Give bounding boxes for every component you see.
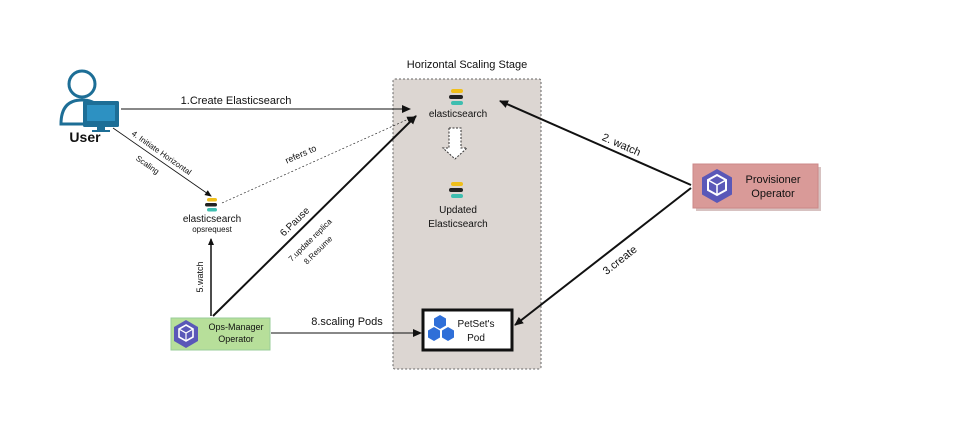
arrow-create-elasticsearch: 1.Create Elasticsearch <box>121 95 411 113</box>
elasticsearch-label: elasticsearch <box>429 109 487 120</box>
operator-icon <box>702 169 732 203</box>
operator-icon <box>174 320 198 348</box>
elasticsearch-logo-icon <box>449 182 463 198</box>
arrow-label-initiate-2: Scaling <box>134 154 161 176</box>
user-label: User <box>69 129 101 145</box>
ops-manager-operator-node: Ops-Manager Operator <box>170 317 271 351</box>
arrow-scaling-pods: 8.scaling Pods <box>271 316 422 337</box>
elasticsearch-node: elasticsearch <box>429 89 487 120</box>
opsrequest-label-1: elasticsearch <box>183 214 241 225</box>
opsrequest-label-2: opsrequest <box>192 225 232 234</box>
updated-elasticsearch-node: Updated Elasticsearch <box>428 182 488 230</box>
arrow-refers-to: refers to <box>221 116 414 204</box>
arrow-label-scaling-pods: 8.scaling Pods <box>311 316 383 328</box>
scaling-stage: Horizontal Scaling Stage <box>392 59 542 370</box>
elasticsearch-logo-icon <box>205 198 217 212</box>
transition-arrow-icon <box>441 127 469 160</box>
updated-label-1: Updated <box>439 205 477 216</box>
opsrequest-node: elasticsearch opsrequest <box>183 198 241 234</box>
provisioner-label-2: Operator <box>751 188 795 200</box>
user-node: User <box>59 69 119 145</box>
arrow-label-create: 1.Create Elasticsearch <box>181 95 292 107</box>
arrow-label-watch5: 5.watch <box>195 261 205 292</box>
provisioner-label-1: Provisioner <box>745 174 800 186</box>
arrow-label-refers: refers to <box>284 143 318 166</box>
arrow-watch-5: 5.watch <box>195 238 214 316</box>
opsmanager-label-1: Ops-Manager <box>208 322 263 332</box>
stage-title: Horizontal Scaling Stage <box>407 59 527 71</box>
pod-cubes-icon <box>428 315 454 341</box>
arrow-initiate-scaling: 4. Initiate Horizontal Scaling <box>112 127 212 197</box>
provisioner-operator-node: Provisioner Operator <box>692 163 821 211</box>
pod-label-1: PetSet's <box>458 319 495 330</box>
pod-label-2: Pod <box>467 333 485 344</box>
updated-label-2: Elasticsearch <box>428 219 487 230</box>
arrow-label-create3: 3.create <box>601 244 640 278</box>
arrow-create-3: 3.create <box>514 187 692 326</box>
elasticsearch-logo-icon <box>449 89 463 105</box>
petset-pod-node: PetSet's Pod <box>421 308 514 352</box>
computer-monitor-icon <box>83 101 119 132</box>
opsmanager-label-2: Operator <box>218 334 254 344</box>
